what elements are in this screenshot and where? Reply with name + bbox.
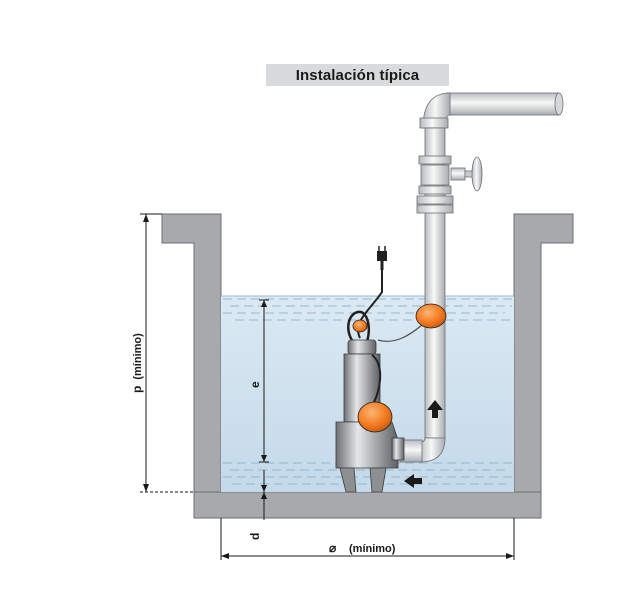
dimension-lines <box>140 213 515 560</box>
tank-walls <box>161 213 574 519</box>
label-diameter: (mínimo) <box>349 543 396 555</box>
gate-valve-handle <box>450 156 483 192</box>
float-switch-low <box>357 401 393 433</box>
diagram-title: Instalación típica <box>266 64 449 86</box>
discharge-pipe <box>399 92 564 463</box>
left-wall <box>161 213 222 493</box>
tank-floor <box>193 491 542 519</box>
dimension-arrowheads <box>143 214 514 559</box>
arrow-up-icon <box>427 400 443 418</box>
diameter-symbol-icon: ⌀ <box>329 541 337 555</box>
float-switch-small <box>352 319 368 333</box>
arrow-left-icon <box>404 474 422 488</box>
submersible-pump <box>335 246 447 493</box>
right-wall <box>513 213 574 493</box>
flow-arrows <box>404 400 443 488</box>
label-d: d <box>248 533 262 540</box>
float-switch-high <box>415 303 447 329</box>
label-p: p(mínimo) <box>130 333 144 393</box>
label-e: e <box>248 381 262 388</box>
